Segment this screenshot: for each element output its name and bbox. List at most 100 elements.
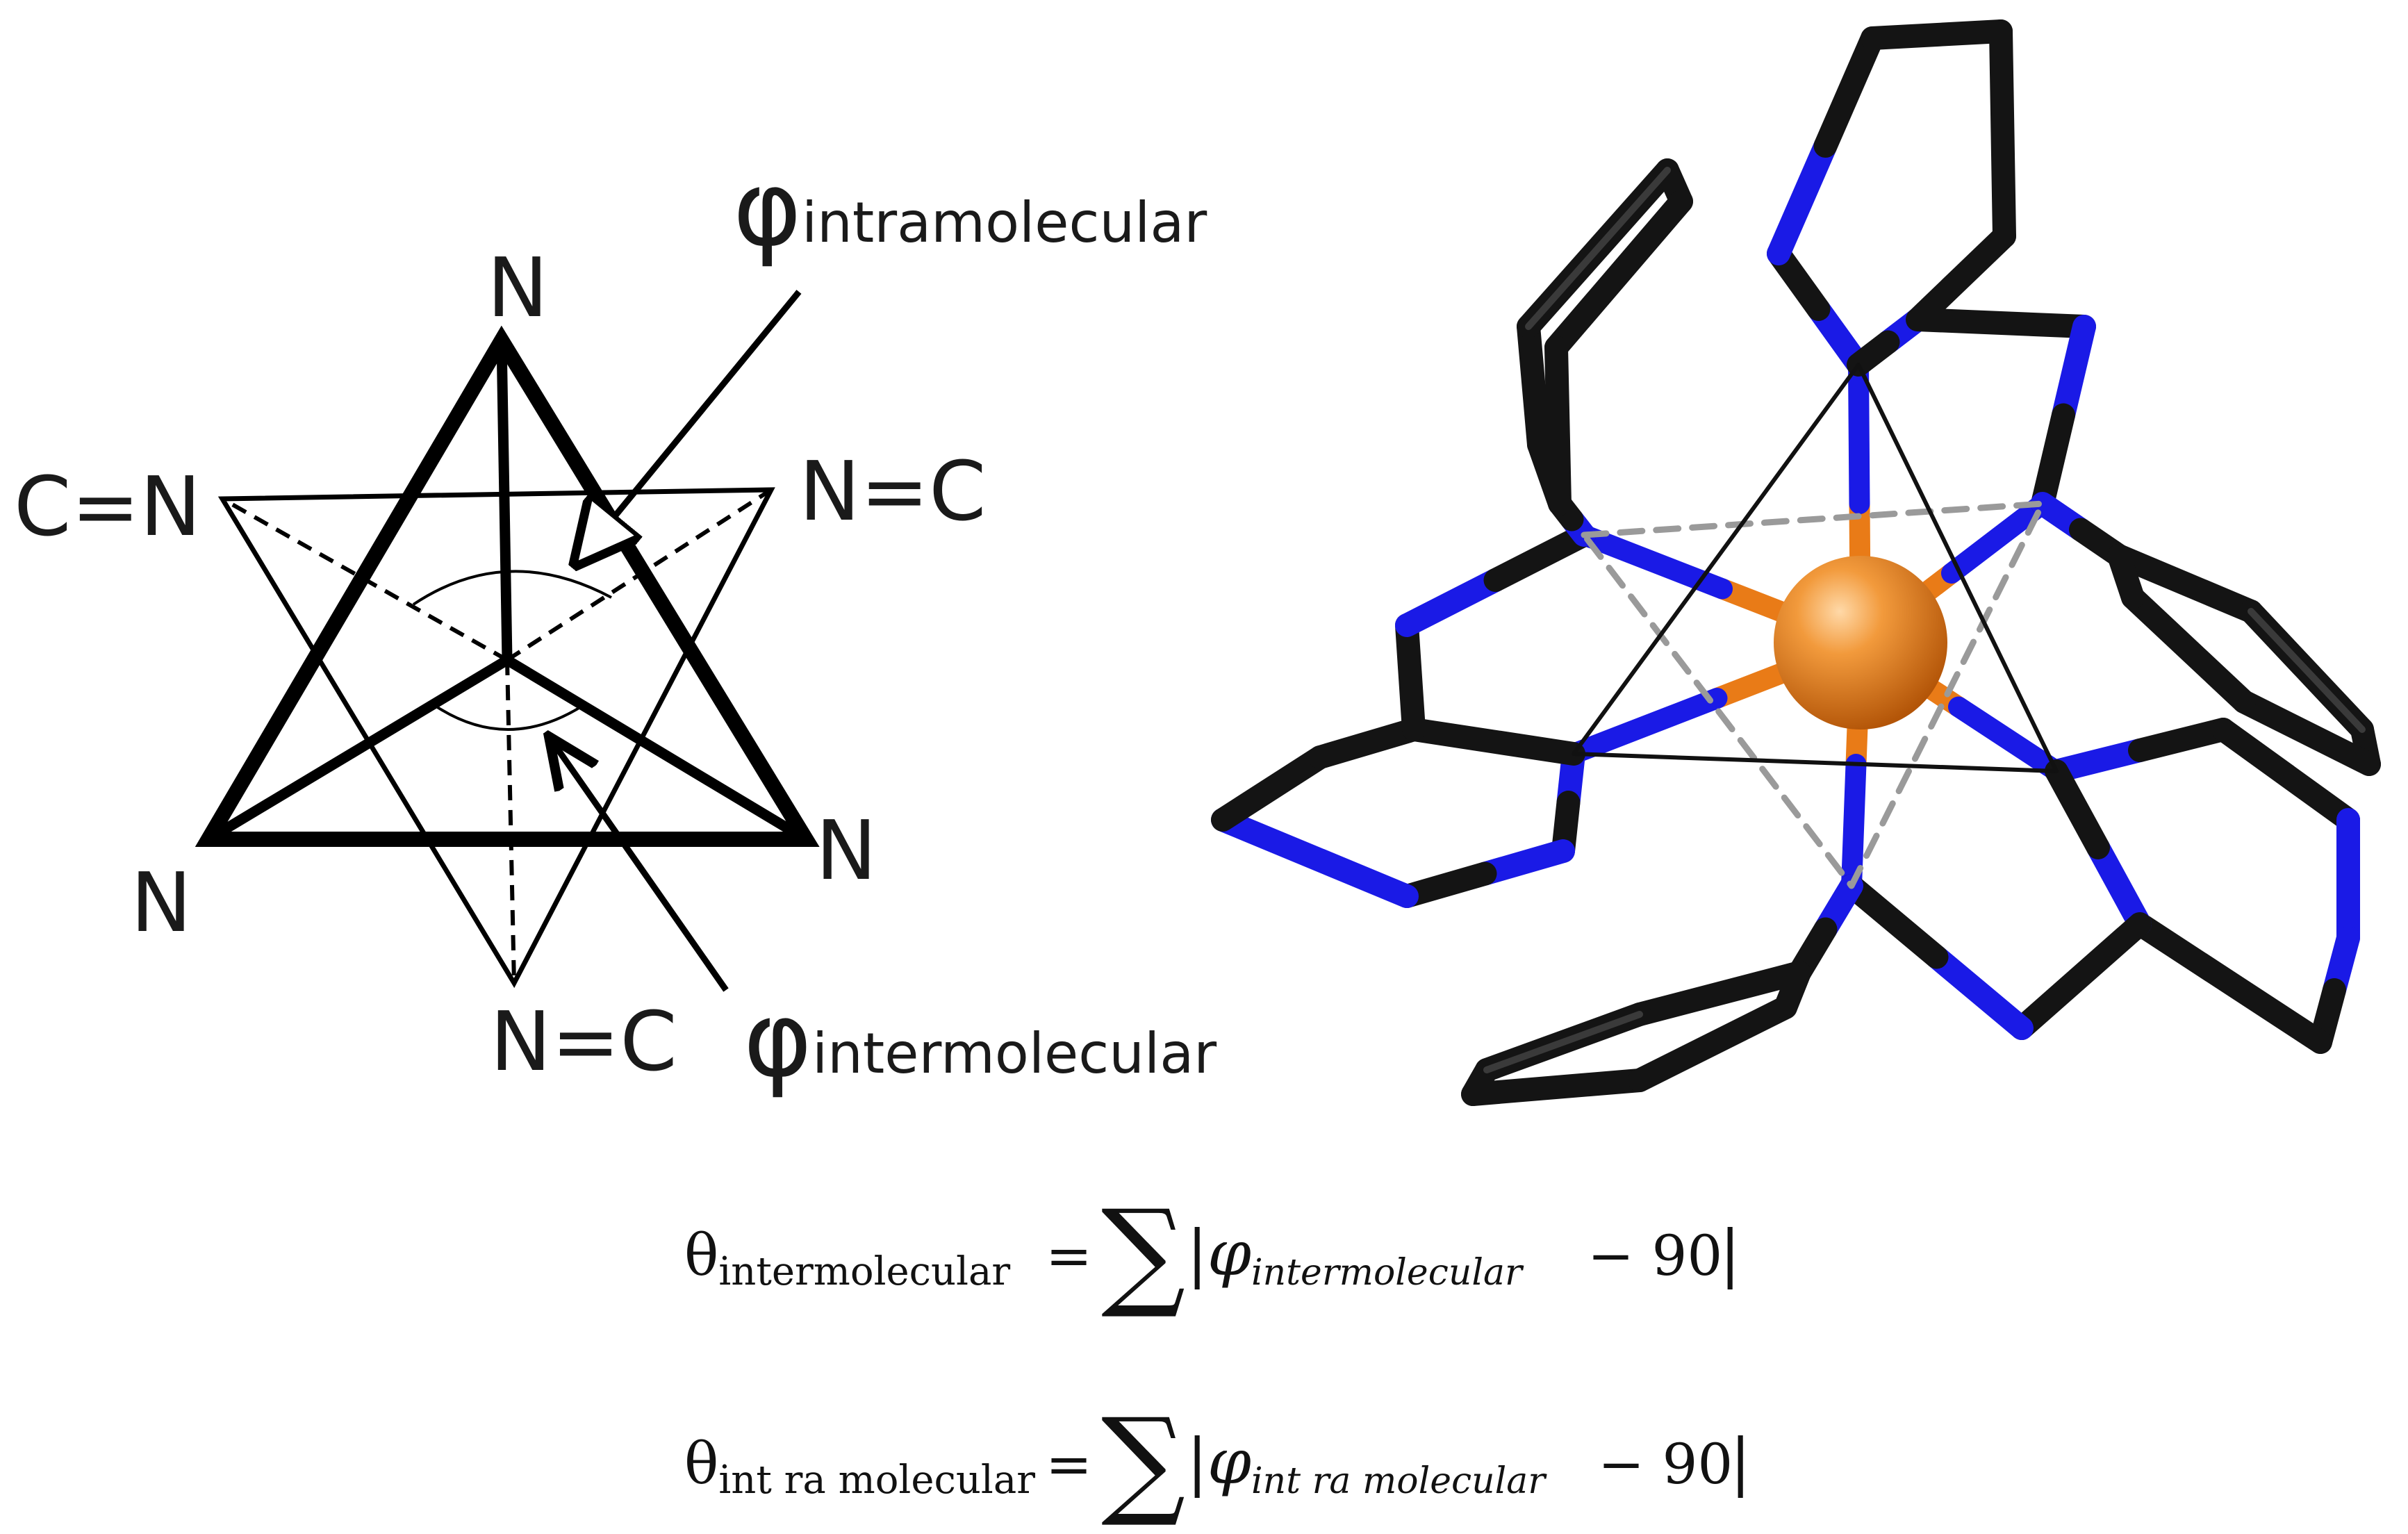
- eq1-bar-open: |: [1187, 1217, 1207, 1290]
- bond-segment-40: [2045, 759, 2110, 859]
- equation-inter: θintermolecular = ∑ | φintermolecular − …: [684, 1185, 1740, 1322]
- bond-segment-33: [2128, 718, 2235, 762]
- bond-segment-23: [2031, 403, 2075, 516]
- eq1-theta: θintermolecular: [684, 1223, 1010, 1294]
- eq2-minus-90: − 90: [1598, 1432, 1733, 1496]
- eq1-phi-term: φintermolecular: [1207, 1217, 1524, 1294]
- phi-inter-subscript: intermolecular: [812, 1021, 1217, 1086]
- eq1-minus-90: − 90: [1588, 1223, 1722, 1288]
- bond-segment-49: [1461, 1069, 1651, 1106]
- eq2-phi-subscript: int ra molecular: [1251, 1460, 1547, 1502]
- eq2-equals: =: [1046, 1432, 1092, 1496]
- bond-segment-15: [1813, 26, 1884, 158]
- bond-segment-66: [1517, 315, 1551, 456]
- phi-intra-subscript: intramolecular: [802, 190, 1207, 255]
- bond-segment-14: [1767, 134, 1838, 265]
- group-label-upper-left: C=N: [14, 459, 201, 554]
- bond-segment-30: [2121, 586, 2256, 714]
- bond-segment-38: [2128, 912, 2332, 1054]
- bond-segment-51: [1774, 961, 1811, 1019]
- eq2-sum: ∑: [1101, 1393, 1185, 1531]
- phi-inter-label: φintermolecular: [743, 980, 1217, 1100]
- coordination-triangle-solid: [1572, 363, 2059, 773]
- bond-segment-43: [1840, 874, 1949, 969]
- bond-segment-29: [2232, 690, 2381, 776]
- bond-segment-41: [2010, 912, 2152, 1040]
- group-label-upper-right: N=C: [799, 443, 987, 539]
- eq1-theta-subscript: intermolecular: [718, 1249, 1010, 1294]
- bond-segment-18: [1906, 224, 2016, 331]
- bond-segment-57: [1211, 745, 1332, 832]
- eq2-bar-open: |: [1187, 1426, 1207, 1499]
- arrow-intermolecular: [549, 736, 729, 992]
- eq1-phi-symbol: φ: [1207, 1217, 1251, 1290]
- bond-segment-22: [2052, 315, 2096, 427]
- dashed-spoke-left: [221, 497, 509, 662]
- eq2-bar-close: |: [1730, 1426, 1751, 1499]
- arrow-intramolecular: [577, 290, 802, 563]
- group-label-bottom: N=C: [490, 993, 677, 1089]
- bond-segment-46: [1628, 961, 1811, 1026]
- bond-segment-69: [1544, 190, 1693, 359]
- bond-segment-16: [1861, 19, 2013, 50]
- spoke-left: [206, 655, 510, 844]
- eq2-phi-term: φint ra molecular: [1207, 1426, 1547, 1502]
- angle-arc-intra: [412, 570, 612, 606]
- bond-segment-56: [1211, 808, 1419, 908]
- bond-segment-17: [1989, 19, 2016, 248]
- bond-segment-70: [1544, 336, 1572, 516]
- bond-segment-73: [1483, 1011, 1643, 1073]
- schematic-diagram: N N N C=N N=C N=C φintramolecular φinter…: [14, 149, 1217, 1100]
- molecular-model: [1211, 19, 2381, 1106]
- eq1-phi-subscript: intermolecular: [1251, 1252, 1524, 1294]
- bond-segment-34: [2211, 718, 2360, 832]
- bond-segment-1: [1848, 354, 1870, 514]
- bond-segment-62: [1483, 523, 1596, 592]
- eq1-theta-symbol: θ: [684, 1223, 718, 1289]
- eq2-phi-symbol: φ: [1207, 1426, 1251, 1499]
- bond-segment-5: [1948, 696, 2067, 782]
- phi-intra-symbol: φ: [733, 149, 802, 270]
- bond-segment-50: [1628, 996, 1797, 1092]
- atom-label-left: N: [131, 855, 192, 950]
- bond-segment-60: [1395, 613, 1426, 741]
- coordination-triangle-dashed: [1581, 500, 2046, 889]
- spoke-right: [504, 655, 809, 844]
- equation-intra: θint ra molecular = ∑ | φint ra molecula…: [684, 1393, 1751, 1531]
- phi-intra-label: φintramolecular: [733, 149, 1207, 270]
- eq2-theta-subscript: int ra molecular: [718, 1458, 1035, 1503]
- bond-segment-9: [1563, 688, 1728, 764]
- bond-segment-21: [1906, 308, 2096, 338]
- bond-segment-71: [1525, 167, 1671, 330]
- eq2-theta: θint ra molecular: [684, 1431, 1035, 1503]
- bond-segment-26: [2107, 544, 2263, 623]
- thin-triangle: [217, 487, 775, 989]
- bond-segment-61: [1395, 568, 1508, 637]
- angle-arc-inter: [433, 704, 585, 731]
- thick-triangle: [195, 325, 820, 847]
- bond-segment-31: [2107, 544, 2145, 609]
- metal-atom: [1774, 556, 1947, 729]
- eq1-sum: ∑: [1101, 1185, 1185, 1322]
- bond-segment-55: [1395, 861, 1497, 908]
- bond-segment-58: [1308, 718, 1426, 769]
- atom-label-top: N: [487, 240, 548, 336]
- bond-segment-42: [1924, 945, 2034, 1040]
- phi-inter-symbol: φ: [743, 980, 812, 1100]
- bond-segment-32: [2045, 739, 2152, 783]
- bond-segment-7: [1841, 754, 1867, 896]
- eq1-bar-close: |: [1720, 1217, 1740, 1290]
- eq1-equals: =: [1046, 1223, 1092, 1288]
- bond-segment-39: [2086, 836, 2152, 936]
- bond-segment-54: [1473, 839, 1575, 886]
- spoke-top: [496, 340, 513, 661]
- dashed-spoke-bottom: [505, 659, 516, 984]
- bond-network: [1211, 19, 2381, 1106]
- bond-segment-20: [1847, 330, 1900, 377]
- atom-label-right: N: [816, 802, 877, 898]
- bond-segment-59: [1402, 718, 1585, 766]
- eq2-theta-symbol: θ: [684, 1431, 718, 1497]
- bond-segment-3: [1941, 493, 2053, 584]
- bond-segment-72: [2248, 608, 2366, 733]
